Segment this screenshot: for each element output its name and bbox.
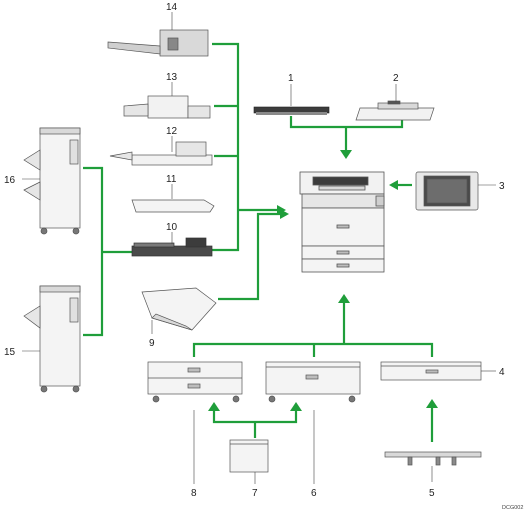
paper-feed-unit-single <box>380 361 482 381</box>
finisher-3000 <box>23 127 81 235</box>
callout-15: 15 <box>4 347 16 358</box>
callout-11: 11 <box>166 174 177 185</box>
main-machine <box>299 171 385 273</box>
large-capacity-tray <box>265 361 361 403</box>
callout-1: 1 <box>288 73 294 84</box>
bridge-unit <box>131 237 213 257</box>
internal-tray <box>131 199 215 213</box>
control-panel <box>415 171 479 211</box>
internal-finisher <box>109 141 213 166</box>
finisher-1000 <box>23 285 81 393</box>
callout-14: 14 <box>166 2 178 13</box>
adf-unit <box>355 100 435 121</box>
callout-10: 10 <box>166 222 178 233</box>
callout-2: 2 <box>393 73 399 84</box>
top-options-connector <box>212 42 240 252</box>
arrowheads <box>208 150 438 411</box>
callout-13: 13 <box>166 72 178 83</box>
tray-connector <box>218 212 284 301</box>
connector-lines <box>83 42 434 442</box>
tray-unit <box>229 439 269 473</box>
callout-6: 6 <box>311 488 317 499</box>
callout-numbers: 1 2 3 4 5 6 7 8 9 10 11 12 13 14 15 16 <box>4 2 505 499</box>
callout-4: 4 <box>499 367 505 378</box>
callout-8: 8 <box>191 488 197 499</box>
finisher-connector <box>83 166 104 337</box>
booklet-finisher <box>123 95 211 119</box>
callout-3: 3 <box>499 181 505 192</box>
output-tray <box>141 287 217 331</box>
caster-table <box>384 451 482 466</box>
platen-cover <box>253 106 330 115</box>
callout-5: 5 <box>429 488 435 499</box>
diagram-code: DCG002 <box>502 505 523 511</box>
output-unit <box>107 29 209 57</box>
callout-7: 7 <box>252 488 258 499</box>
paper-feed-unit-double <box>147 361 243 403</box>
callout-12: 12 <box>166 126 178 137</box>
callout-9: 9 <box>149 338 155 349</box>
callout-16: 16 <box>4 175 16 186</box>
leader-lines <box>22 12 496 484</box>
